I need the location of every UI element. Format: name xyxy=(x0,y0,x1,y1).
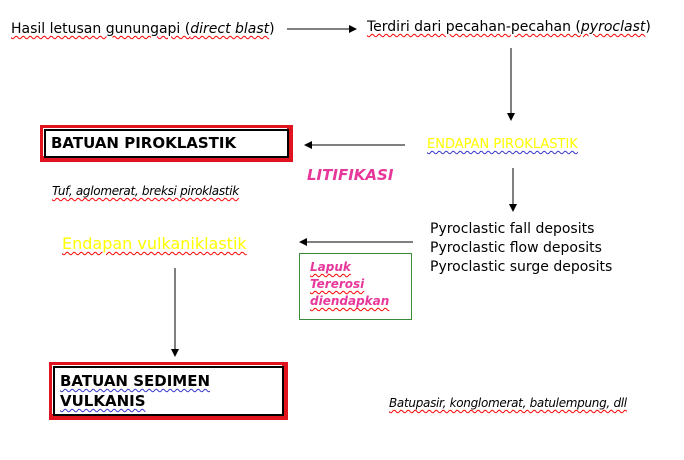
pyroclast-label: Terdiri dari pecahan-pecahan (pyroclast) xyxy=(367,19,651,35)
batuan-sedimen-title: BATUAN SEDIMEN xyxy=(60,372,211,390)
deposit-surge: Pyroclastic surge deposits xyxy=(430,259,613,275)
deposit-fall: Pyroclastic fall deposits xyxy=(430,221,595,237)
litifikasi-label: LITIFIKASI xyxy=(307,166,394,184)
batuan-piroklastik-title: BATUAN PIROKLASTIK xyxy=(51,134,237,152)
sedimen-examples: Batupasir, konglomerat, batulempung, dll xyxy=(389,396,627,410)
endapan-piroklastik-label: ENDAPAN PIROKLASTIK xyxy=(427,137,578,152)
process-box: Lapuk Tererosi diendapkan xyxy=(299,253,412,320)
batuan-piroklastik-box: BATUAN PIROKLASTIK xyxy=(40,125,293,162)
deposit-list: Pyroclastic fall deposits Pyroclastic fl… xyxy=(430,220,612,277)
deposit-flow: Pyroclastic flow deposits xyxy=(430,240,602,256)
process-tererosi: Tererosi xyxy=(310,277,365,291)
direct-blast-label: Hasil letusan gunungapi (direct blast) xyxy=(11,21,275,37)
process-lapuk: Lapuk xyxy=(310,260,351,274)
vulkanis-title: VULKANIS xyxy=(60,392,146,410)
endapan-vulkaniklastik-label: Endapan vulkaniklastik xyxy=(62,234,247,253)
batuan-sedimen-vulkanis-box: BATUAN SEDIMEN VULKANIS xyxy=(49,362,288,420)
piroklastik-examples: Tuf, aglomerat, breksi piroklastik xyxy=(52,184,239,198)
process-diendapkan: diendapkan xyxy=(310,294,390,308)
